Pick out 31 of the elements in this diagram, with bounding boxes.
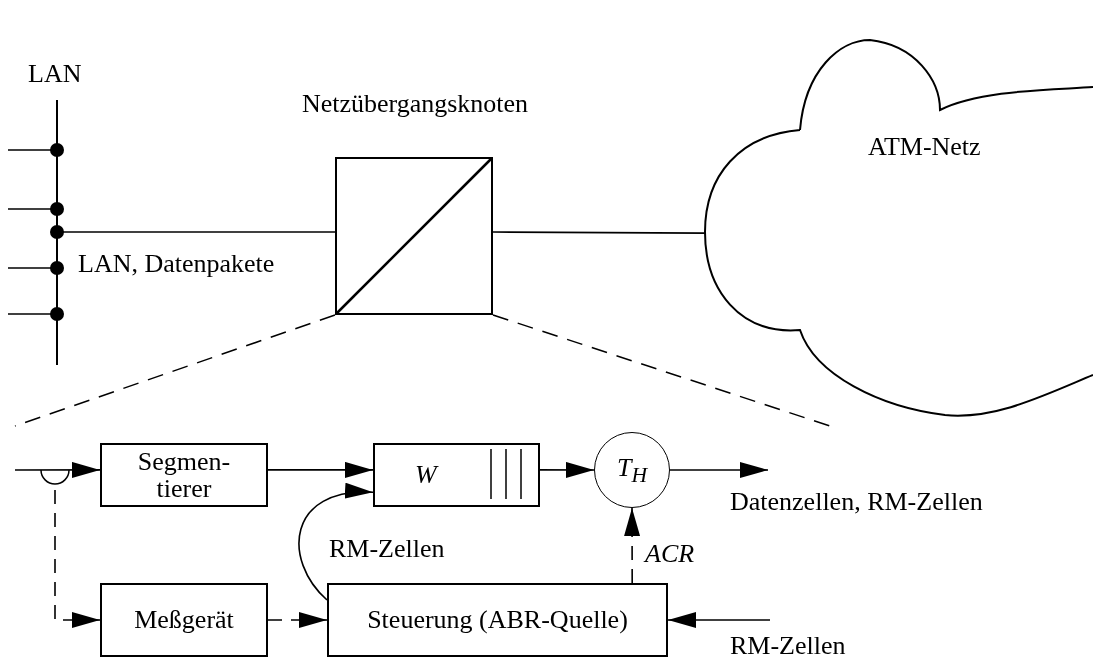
- arrow: [298, 484, 374, 601]
- bus-label: LAN: [28, 60, 82, 88]
- process-box: [327, 583, 668, 657]
- arrow: [539, 461, 595, 478]
- dashed-arrow: [54, 489, 101, 628]
- edge-label: LAN, Datenpakete: [78, 250, 275, 278]
- node-label: Segmen- tierer: [136, 447, 232, 503]
- edge-label: Datenzellen, RM-Zellen: [730, 488, 983, 516]
- edge-label: ACR: [645, 540, 695, 568]
- node-label: ATM-Netz: [868, 133, 981, 161]
- arrow: [14, 461, 101, 478]
- arrow: [667, 612, 771, 628]
- node-label: T$_{H}$: [616, 453, 648, 487]
- dashed-arrow: [267, 612, 328, 628]
- node-title: Netzübergangsknoten: [300, 90, 530, 118]
- bus-connection-line: [50, 225, 336, 239]
- process-box: [100, 443, 268, 507]
- bus-connection-line: [7, 307, 64, 321]
- node-label: W: [415, 461, 437, 489]
- bus-connection-line: [7, 202, 64, 216]
- arrow: [267, 461, 374, 478]
- node-label: Steuerung (ABR-Quelle): [367, 606, 628, 634]
- arrow: [669, 462, 769, 478]
- dashed-arrow: [624, 507, 641, 584]
- edge-label: RM-Zellen: [329, 535, 445, 563]
- node-label: Meßgerät: [134, 606, 234, 634]
- bus-connection-line: [7, 261, 64, 275]
- queue-box: [373, 443, 540, 507]
- edge-label: RM-Zellen: [730, 632, 846, 660]
- bus-connection-line: [7, 143, 64, 157]
- process-box: [100, 583, 268, 657]
